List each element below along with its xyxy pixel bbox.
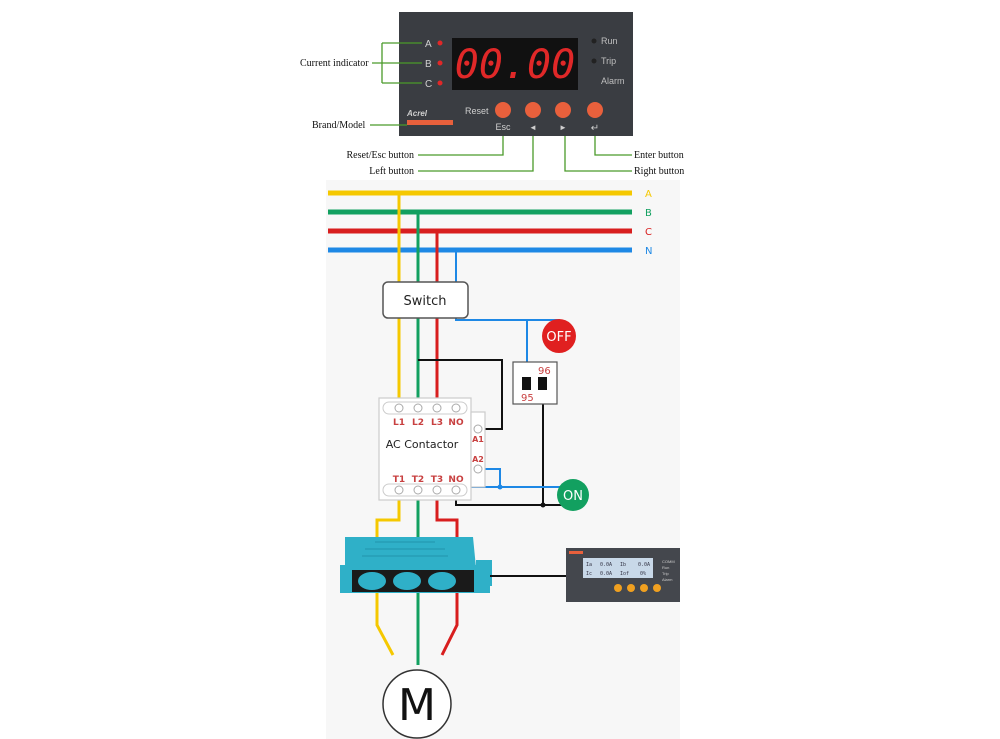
callout-brand-model: Brand/Model: [312, 120, 366, 131]
bus-label-n: N: [645, 246, 652, 257]
lcd-screen: [583, 558, 653, 578]
lcd-button[interactable]: [627, 584, 635, 592]
terminal-a1: A1: [472, 435, 484, 444]
lcd-monitor: Ia 0.0A Ib 0.0A Ic 0.0A Iof 0% COMM Run …: [566, 548, 680, 602]
led-icon: [591, 58, 597, 64]
terminal-l1: L1: [393, 418, 405, 428]
terminal-l3: L3: [431, 418, 443, 428]
on-label: ON: [563, 489, 583, 504]
lcd-status: COMM: [662, 559, 675, 564]
terminal-96-label: 96: [538, 366, 551, 377]
meter-device: 00.00 A B C Run Trip Alarm Acrel Reset E…: [399, 12, 633, 136]
enter-button[interactable]: [587, 102, 603, 118]
left-arrow-icon: ◄: [529, 123, 537, 132]
bus-label-b: B: [645, 208, 652, 219]
bus-label-a: A: [645, 189, 652, 200]
lcd-button[interactable]: [640, 584, 648, 592]
phase-label-c: C: [425, 79, 432, 90]
lcd-text: Ic: [586, 571, 592, 577]
junction-dot: [540, 502, 546, 508]
left-button[interactable]: [525, 102, 541, 118]
ct-hole: [428, 572, 456, 590]
lcd-text: Ib: [620, 562, 626, 568]
led-icon: [437, 40, 443, 46]
lcd-status: Run: [662, 565, 669, 570]
switch-box: Switch: [382, 281, 469, 319]
enter-icon: ↵: [591, 123, 599, 134]
off-button[interactable]: OFF: [542, 319, 576, 353]
status-indicators: Run Trip Alarm: [591, 36, 625, 86]
callout-reset-esc: Reset/Esc button: [347, 150, 415, 161]
meter-display: [452, 38, 578, 90]
bus-label-c: C: [645, 227, 652, 238]
meter-display-value: 00.00: [455, 42, 575, 88]
terminal-95-label: 95: [521, 393, 534, 404]
status-run: Run: [601, 36, 618, 46]
on-button[interactable]: ON: [557, 479, 589, 511]
status-trip: Trip: [601, 56, 616, 66]
reset-esc-button[interactable]: [495, 102, 511, 118]
lcd-button[interactable]: [614, 584, 622, 592]
callout-right: Right button: [634, 166, 684, 177]
terminal-95: [522, 377, 531, 390]
lcd-text: 0%: [640, 571, 646, 577]
terminal-t2: T2: [412, 475, 424, 485]
status-alarm: Alarm: [601, 76, 625, 86]
lcd-status: Alarm: [662, 577, 673, 582]
terminal-t1: T1: [393, 475, 405, 485]
led-icon: [437, 60, 443, 66]
junction-dot: [497, 484, 503, 490]
callout-enter: Enter button: [634, 150, 684, 161]
brand-logo: Acrel: [406, 109, 428, 118]
esc-label: Esc: [495, 122, 511, 132]
lcd-text: Iof: [620, 571, 629, 577]
thermal-relay: 96 95: [512, 361, 558, 405]
lcd-status: Trip: [662, 571, 670, 576]
motor: M: [382, 669, 452, 739]
callout-lines: [370, 42, 632, 172]
callout-left: Left button: [369, 166, 414, 177]
switch-label: Switch: [404, 294, 447, 309]
ct-hole: [393, 572, 421, 590]
current-transformer: [340, 537, 492, 593]
led-icon: [437, 80, 443, 86]
bus-lines: [328, 190, 632, 253]
lcd-text: 0.0A: [638, 562, 650, 568]
terminal-t3: T3: [431, 475, 443, 485]
lcd-text: 0.0A: [600, 562, 612, 568]
control-wire-a1: [418, 359, 503, 430]
model-bar: [407, 120, 453, 125]
terminal-l2: L2: [412, 418, 424, 428]
phase-indicators: A B C: [425, 39, 443, 90]
led-icon: [591, 38, 597, 44]
off-label: OFF: [546, 330, 571, 345]
right-arrow-icon: ►: [559, 123, 567, 132]
terminal-no-bottom: NO: [448, 475, 464, 485]
terminal-96: [538, 377, 547, 390]
terminal-a2: A2: [472, 455, 484, 464]
lcd-text: 0.0A: [600, 571, 612, 577]
motor-label: M: [398, 680, 436, 731]
right-button[interactable]: [555, 102, 571, 118]
lcd-text: Ia: [586, 562, 592, 568]
lcd-button[interactable]: [653, 584, 661, 592]
phase-label-b: B: [425, 59, 432, 70]
phase-label-a: A: [425, 39, 432, 50]
contactor-title: AC Contactor: [386, 438, 459, 451]
callout-current-indicator: Current indicator: [300, 58, 369, 69]
ct-hole: [358, 572, 386, 590]
neutral-wire: [455, 250, 560, 321]
ac-contactor: L1 L2 L3 NO T1 T2 T3 NO A1 A2 AC Contact…: [378, 397, 486, 501]
terminal-no-top: NO: [448, 418, 464, 428]
reset-label: Reset: [465, 106, 489, 116]
